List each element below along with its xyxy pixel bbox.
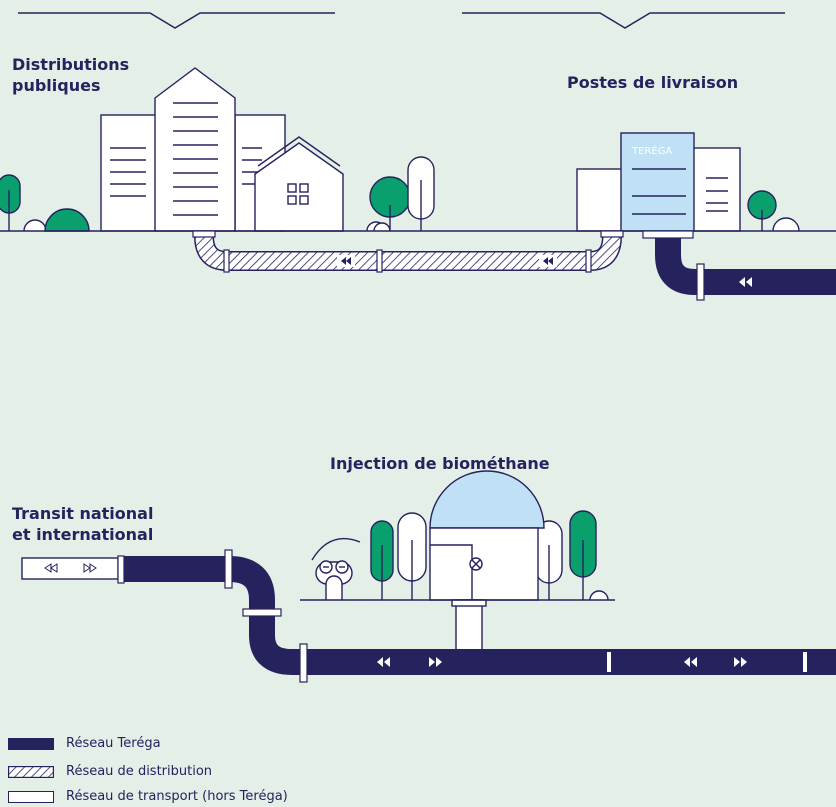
label-line-1: Distributions — [12, 55, 130, 74]
tree-group-left — [0, 174, 90, 232]
biomethane-plant — [311, 470, 609, 651]
legend-label: Réseau de distribution — [66, 764, 213, 779]
label-line-2: et international — [12, 525, 154, 544]
legend-swatch-hatched — [8, 765, 54, 778]
legend-item-distribution: Réseau de distribution — [8, 764, 212, 779]
tree-group-right — [747, 190, 800, 232]
legend-swatch-outline — [8, 790, 54, 803]
tree-group-middle — [366, 156, 435, 232]
section-divider-left — [18, 12, 335, 29]
label-transit: Transit national et international — [12, 503, 153, 545]
label-distributions-publiques: Distributions publiques — [12, 54, 129, 96]
terega-pipe-top — [642, 230, 836, 301]
delivery-station — [576, 132, 741, 232]
label-postes-de-livraison: Postes de livraison — [567, 73, 739, 92]
city-buildings — [100, 67, 344, 232]
legend-item-terega: Réseau Teréga — [8, 736, 161, 751]
terega-sign: TERÉGA — [631, 144, 672, 157]
legend-label: Réseau Teréga — [66, 736, 161, 751]
legend-swatch-solid — [8, 737, 54, 750]
transport-pipe-outline — [21, 557, 119, 580]
terega-pipe-bottom — [117, 549, 836, 683]
legend-label: Réseau de transport (hors Teréga) — [66, 789, 288, 804]
section-divider-right — [462, 12, 785, 29]
label-line-1: Transit national — [12, 504, 154, 523]
distribution-pipe — [192, 230, 624, 273]
legend-item-transport: Réseau de transport (hors Teréga) — [8, 789, 288, 804]
label-injection-biomethane: Injection de biométhane — [330, 454, 550, 473]
label-line-2: publiques — [12, 76, 101, 95]
